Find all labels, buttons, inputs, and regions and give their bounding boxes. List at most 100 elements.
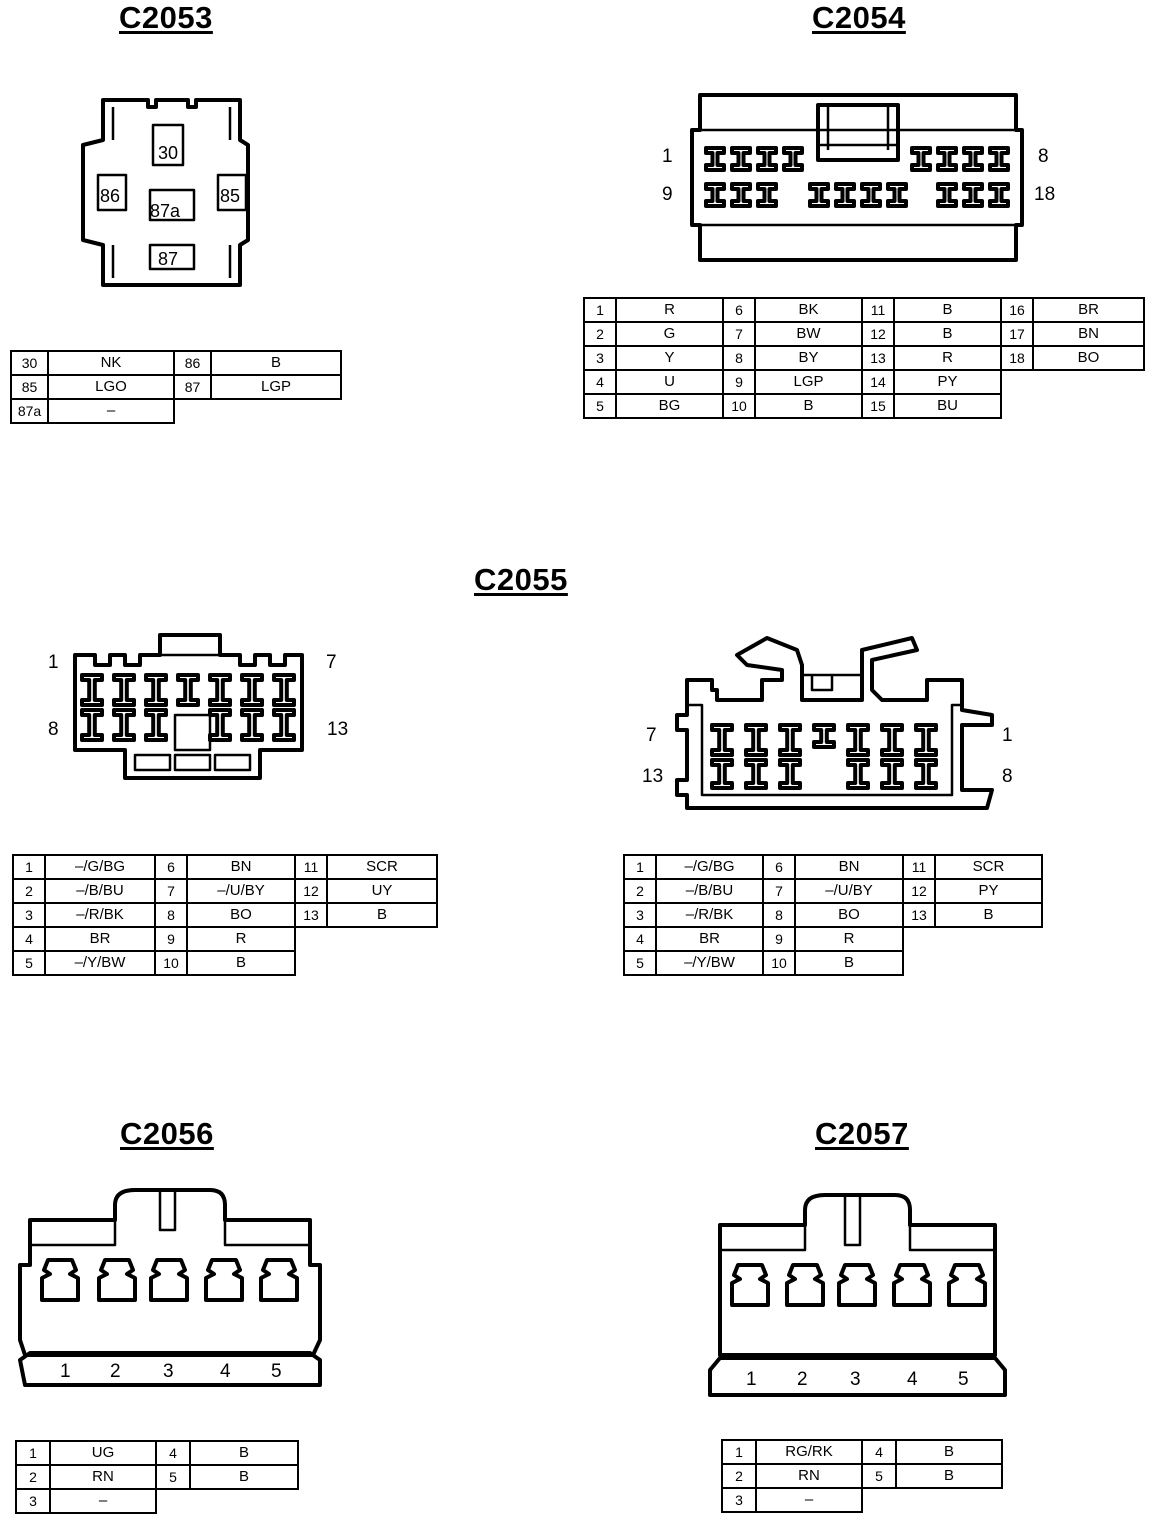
c2055a-end-label: 1 (48, 652, 59, 673)
pin-number: 7 (722, 321, 756, 347)
wire-color: UY (326, 878, 438, 904)
pin-number: 10 (762, 950, 796, 976)
pin-number-label: 2 (110, 1361, 121, 1382)
terminal-cavity (846, 758, 870, 790)
pin-number: 5 (155, 1464, 191, 1490)
c2055b-end-label: 8 (1002, 766, 1013, 787)
wire-color: RN (755, 1463, 863, 1489)
table-row: 85 LGO 87 LGP (10, 374, 342, 400)
terminal-cavity (785, 1263, 825, 1307)
wire-color: R (794, 926, 904, 952)
terminal-cavity (208, 708, 232, 742)
pin-number: 3 (623, 902, 657, 928)
wire-color: BN (186, 854, 296, 880)
pin-number: 5 (583, 393, 617, 419)
terminal-cavity (112, 708, 136, 742)
pin-number: 6 (154, 854, 188, 880)
wire-color: B (893, 321, 1002, 347)
c2053-pin-label-86: 86 (100, 186, 120, 206)
c2055a-end-label: 8 (48, 719, 59, 740)
wire-color: –/Y/BW (44, 950, 156, 976)
pin-number: 11 (861, 297, 895, 323)
pin-number: 9 (722, 369, 756, 395)
pin-number: 3 (583, 345, 617, 371)
c2054-connector-drawing (688, 90, 1028, 265)
wire-color: LGO (47, 374, 175, 400)
wire-color: LGP (754, 369, 863, 395)
wire-color: BY (754, 345, 863, 371)
terminal-cavity (240, 673, 264, 707)
pin-number: 13 (294, 902, 328, 928)
pin-number: 3 (12, 902, 46, 928)
terminal-cavity (837, 1263, 877, 1307)
terminal-cavity (144, 673, 168, 707)
terminal-cavity (710, 723, 734, 757)
pin-number: 4 (155, 1440, 191, 1466)
wire-color: – (49, 1488, 157, 1514)
wire-color: B (934, 902, 1043, 928)
c2053-pin-label-87a: 87a (150, 201, 181, 221)
terminal-cavity (988, 182, 1010, 208)
terminal-cavity (730, 146, 752, 172)
table-row: 3– (721, 1487, 1002, 1513)
terminal-cavity (812, 723, 836, 749)
terminal-cavity (962, 182, 984, 208)
pin-number: 4 (623, 926, 657, 952)
wire-color: RG/RK (755, 1439, 863, 1465)
table-row: 3– (15, 1488, 298, 1514)
pin-number: 9 (154, 926, 188, 952)
wire-color: B (895, 1439, 1003, 1465)
wire-color: BU (893, 393, 1002, 419)
pin-number: 1 (12, 854, 46, 880)
pin-number: 85 (10, 374, 49, 400)
terminal-cavity (860, 182, 882, 208)
wire-color: –/U/BY (794, 878, 904, 904)
table-row: 30 NK 86 B (10, 350, 342, 376)
terminal-cavity (914, 723, 938, 757)
pin-number: 8 (154, 902, 188, 928)
wire-color: BO (1032, 345, 1145, 371)
wire-color: B (186, 950, 296, 976)
connector-title-c2054: C2054 (812, 0, 906, 35)
table-row: 87a – (10, 398, 341, 424)
pin-number-label: 3 (850, 1369, 861, 1390)
pin-number: 17 (1000, 321, 1034, 347)
pin-number: 1 (623, 854, 657, 880)
terminal-cavity (756, 146, 778, 172)
pin-number: 86 (173, 350, 212, 376)
pin-number: 87 (173, 374, 212, 400)
c2055b-end-label: 7 (646, 725, 657, 746)
pin-number: 1 (15, 1440, 51, 1466)
wire-color: NK (47, 350, 175, 376)
c2056-connector-drawing (15, 1185, 325, 1395)
c2054-end-label: 9 (662, 184, 673, 205)
terminal-cavity (988, 146, 1010, 172)
wire-color: R (186, 926, 296, 952)
wire-color: BR (44, 926, 156, 952)
connector-title-c2057: C2057 (815, 1116, 909, 1151)
pin-number-label: 4 (907, 1369, 918, 1390)
wire-color: R (615, 297, 724, 323)
terminal-cavity (704, 146, 726, 172)
wire-color: B (794, 950, 904, 976)
pin-number-label: 5 (958, 1369, 969, 1390)
c2055-connector-drawing-b (672, 630, 1002, 820)
pin-number-label: 1 (60, 1361, 71, 1382)
pin-number-label: 3 (163, 1361, 174, 1382)
terminal-cavity (880, 723, 904, 757)
wire-color: –/B/BU (655, 878, 764, 904)
terminal-cavity (947, 1263, 987, 1307)
pin-number: 11 (294, 854, 328, 880)
wire-color: –/Y/BW (655, 950, 764, 976)
terminal-cavity (80, 673, 104, 707)
terminal-cavity (144, 708, 168, 742)
wire-color: B (754, 393, 863, 419)
terminal-cavity (962, 146, 984, 172)
